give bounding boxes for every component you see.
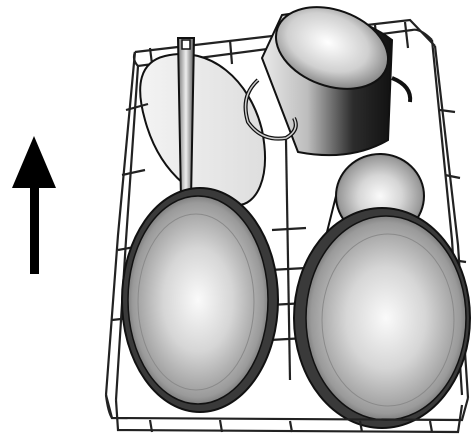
back-plate — [140, 54, 265, 205]
large-pan-right — [294, 208, 470, 428]
pan-with-long-handle — [178, 38, 194, 200]
large-pan-left — [122, 188, 278, 412]
up-arrow-icon — [12, 136, 56, 274]
